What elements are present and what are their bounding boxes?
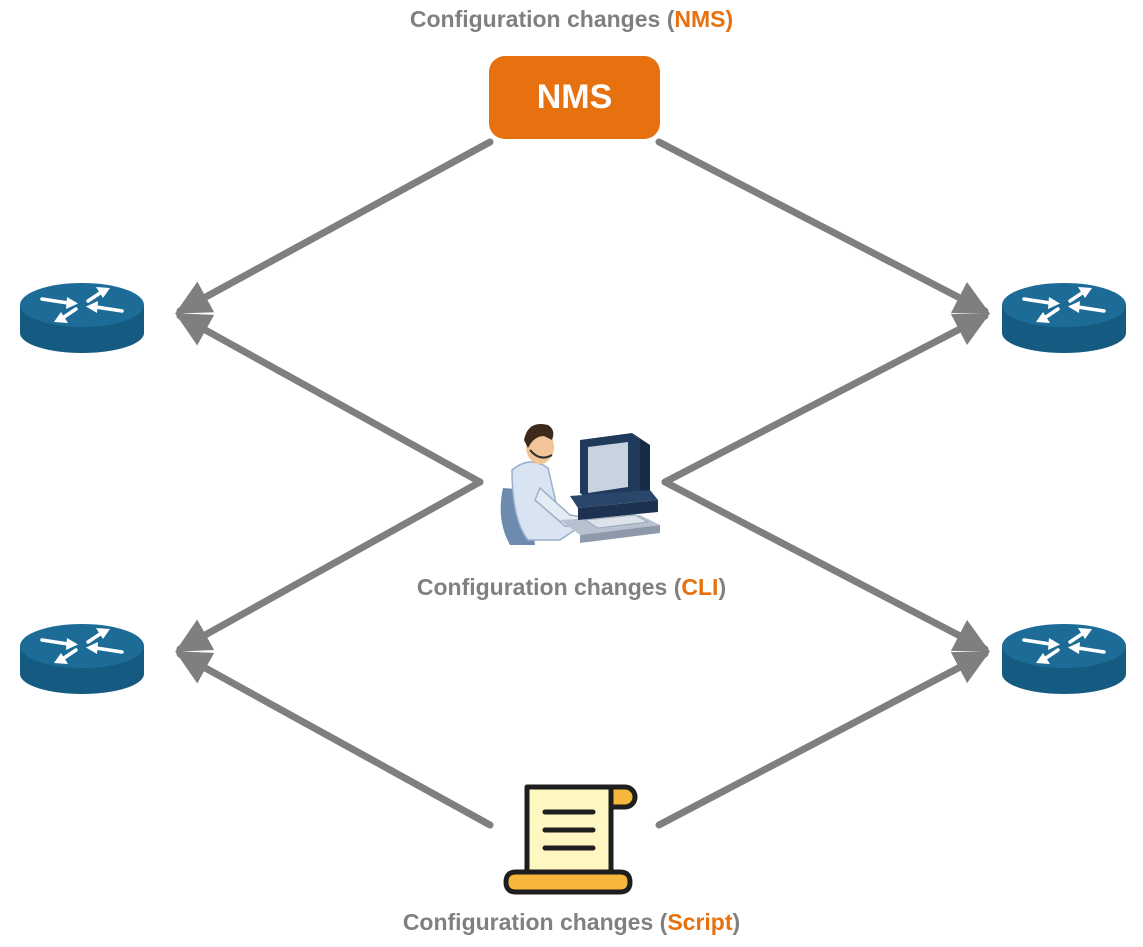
caption-script-highlight: Script <box>667 909 733 935</box>
arrow-cli-to-bottom-right-router <box>661 478 990 653</box>
caption-cli-highlight: CLI <box>681 574 719 600</box>
caption-cli-suffix: ) <box>718 574 727 600</box>
script-scroll-icon <box>503 784 638 895</box>
caption-nms-prefix: Configuration changes ( <box>409 6 675 32</box>
caption-nms-highlight: NMS) <box>674 6 734 32</box>
arrow-cli-to-top-right-router <box>661 312 990 486</box>
caption-cli: Configuration changes (CLI) <box>0 574 1143 601</box>
arrow-script-to-bottom-left-router <box>175 650 494 829</box>
router-icon-bottom-left <box>20 624 144 694</box>
router-icon-top-left <box>20 283 144 353</box>
caption-script-suffix: ) <box>732 909 741 935</box>
cli-arrows <box>175 312 990 653</box>
router-icon-bottom-right <box>1002 624 1126 694</box>
caption-cli-prefix: Configuration changes ( <box>416 574 682 600</box>
caption-nms: Configuration changes (NMS) <box>0 6 1143 33</box>
arrow-cli-to-bottom-left-router <box>175 478 484 653</box>
caption-script-prefix: Configuration changes ( <box>402 909 668 935</box>
arrow-nms-to-top-left-router <box>175 138 494 315</box>
arrow-nms-to-top-right-router <box>655 138 990 315</box>
caption-script: Configuration changes (Script) <box>0 909 1143 936</box>
nms-box: NMS <box>489 56 660 139</box>
script-arrows <box>175 650 990 829</box>
arrow-script-to-bottom-right-router <box>655 650 990 829</box>
operator-at-computer-icon <box>500 424 660 545</box>
nms-arrows <box>175 138 990 315</box>
arrow-cli-to-top-left-router <box>175 312 484 486</box>
router-icon-top-right <box>1002 283 1126 353</box>
nms-label: NMS <box>536 78 613 116</box>
